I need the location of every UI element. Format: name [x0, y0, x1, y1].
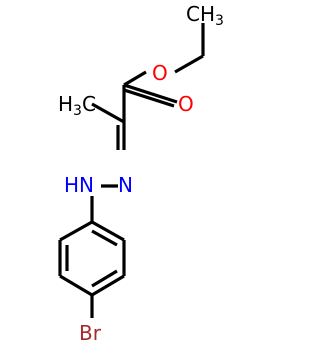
ring-bond-3 [91, 274, 125, 297]
bond-o-cco [123, 70, 147, 87]
ring-inner-1 [91, 229, 118, 247]
bond-c-o-double-2 [123, 88, 175, 108]
ring-bond-4 [59, 274, 93, 297]
bond-c-o-double-1 [123, 83, 178, 104]
bond-ch3-calpha [91, 102, 125, 124]
bonds [58, 23, 205, 318]
molecule-canvas: CH3 O O H3C HN N Br [58, 2, 224, 345]
structure-diagram: CH3 O O H3C HN N Br [58, 2, 224, 345]
ring-bond-6 [59, 220, 93, 242]
ring-bond-1 [91, 220, 125, 242]
label-o-ether: O [152, 61, 168, 85]
ring-inner-2 [91, 269, 118, 288]
label-ch3-top: CH3 [186, 2, 224, 29]
label-hn: HN [64, 173, 94, 197]
label-br: Br [79, 321, 102, 345]
label-o-carbonyl: O [178, 92, 194, 116]
label-n: N [118, 173, 133, 197]
bond-ch2-o [174, 54, 204, 74]
label-ch3-left: H3C [58, 92, 96, 119]
atom-labels: CH3 O O H3C HN N Br [58, 2, 224, 345]
